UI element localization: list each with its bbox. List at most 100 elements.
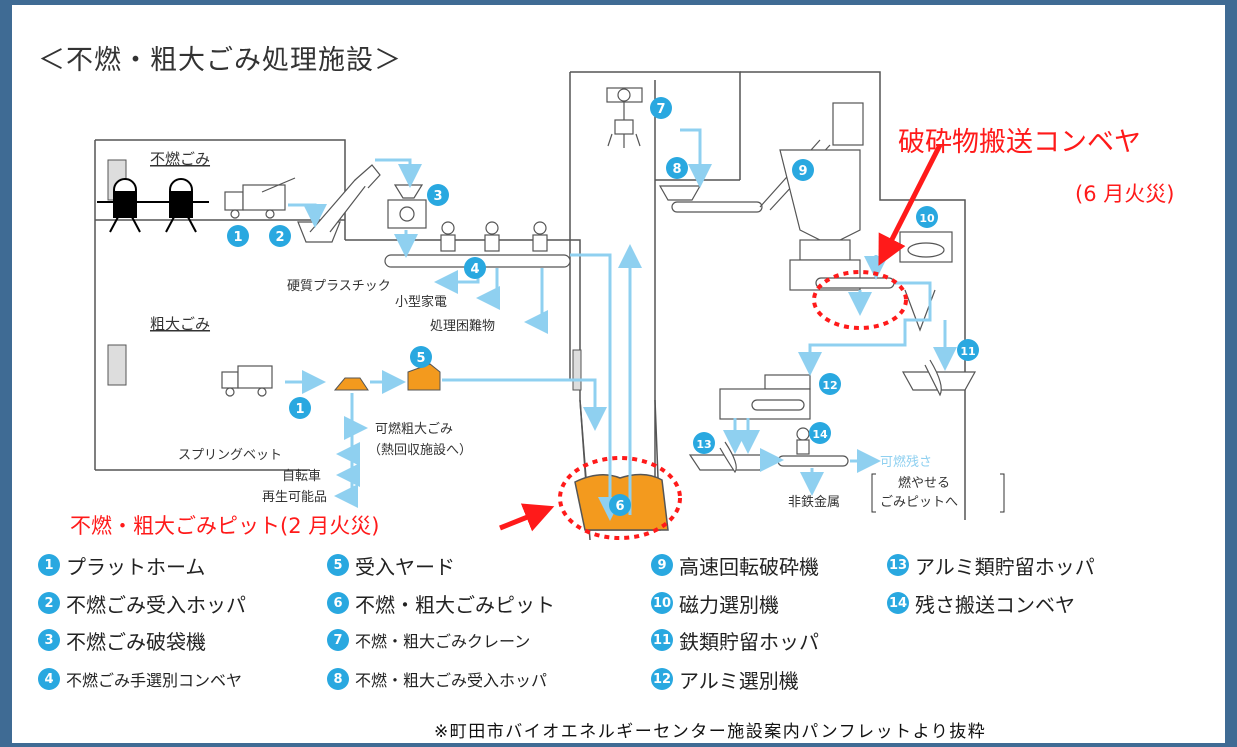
trucks	[221, 177, 296, 397]
legend-item-8: 8 不燃・粗大ごみ受入ホッパ	[327, 664, 547, 694]
label-noncombustible: 不燃ごみ	[150, 150, 210, 168]
legend-item-7: 7 不燃・粗大ごみクレーン	[327, 625, 530, 655]
legend-badge: 12	[651, 668, 673, 690]
legend-item-5: 5 受入ヤード	[327, 550, 455, 580]
legend-badge: 1	[38, 554, 60, 576]
badge-8: 8	[666, 157, 688, 179]
badge-14: 14	[809, 422, 831, 444]
badge-12: 12	[819, 373, 841, 395]
legend-badge: 2	[38, 592, 60, 614]
legend-badge: 14	[887, 592, 909, 614]
label-to-pit-2: ごみピットへ	[880, 494, 958, 510]
fire-annotations	[499, 143, 943, 540]
svg-text:1: 1	[233, 230, 242, 245]
residue-conveyor	[777, 427, 849, 467]
legend-item-14: 14 残さ搬送コンベヤ	[887, 588, 1075, 618]
legend-label: 不燃・粗大ごみピット	[355, 592, 555, 617]
legend-badge: 4	[38, 668, 60, 690]
diagram-badges: 1 2 3 4 5 1 6 7 8 9 10 11 12 13 14	[227, 97, 979, 516]
crane	[606, 87, 643, 148]
svg-text:14: 14	[812, 428, 828, 441]
badge-7: 7	[650, 97, 672, 119]
label-nonferrous: 非鉄金属	[788, 494, 840, 510]
legend-label: プラットホーム	[66, 554, 206, 579]
aluminium-separator	[719, 374, 811, 420]
legend-badge: 13	[887, 554, 909, 576]
legend-item-6: 6 不燃・粗大ごみピット	[327, 588, 555, 618]
page-title: ＜不燃・粗大ごみ処理施設＞	[38, 45, 402, 76]
legend-badge: 3	[38, 629, 60, 651]
hopper-8	[658, 139, 831, 213]
svg-text:12: 12	[822, 379, 837, 392]
legend-item-3: 3 不燃ごみ破袋機	[38, 625, 206, 655]
legend-label: 不燃ごみ受入ホッパ	[66, 592, 246, 617]
legend-badge: 6	[327, 592, 349, 614]
legend-item-12: 12 アルミ選別機	[651, 664, 799, 694]
svg-text:13: 13	[696, 438, 711, 451]
legend-badge: 11	[651, 629, 673, 651]
legend-label: アルミ類貯留ホッパ	[915, 554, 1095, 579]
badge-4: 4	[464, 257, 486, 279]
svg-text:1: 1	[295, 402, 304, 417]
badge-5: 5	[410, 346, 432, 368]
legend-badge: 8	[327, 668, 349, 690]
label-small-appliances: 小型家電	[395, 294, 447, 310]
conveyor-fire-date: (6 月火災)	[1075, 182, 1175, 206]
label-combustible-bulky: 可燃粗大ごみ	[375, 421, 453, 437]
legend-label: 高速回転破砕機	[679, 554, 819, 579]
legend-label: 鉄類貯留ホッパ	[679, 629, 819, 654]
legend-label: アルミ選別機	[679, 668, 799, 693]
legend-item-1: 1 プラットホーム	[38, 550, 205, 580]
pit-fire-label: 不燃・粗大ごみピット(2 月火災)	[70, 514, 380, 538]
legend-badge: 10	[651, 592, 673, 614]
legend-label: 受入ヤード	[355, 554, 455, 579]
legend-item-9: 9 高速回転破砕機	[651, 550, 819, 580]
svg-text:9: 9	[798, 164, 807, 179]
legend-item-10: 10 磁力選別機	[651, 588, 779, 618]
bag-breaker	[387, 184, 427, 229]
svg-text:5: 5	[416, 351, 425, 366]
badge-2: 2	[269, 225, 291, 247]
label-spring-bed: スプリングベット	[178, 448, 282, 463]
svg-text:4: 4	[470, 262, 479, 277]
flow-arrows	[285, 128, 957, 521]
svg-text:7: 7	[656, 102, 665, 117]
svg-text:10: 10	[919, 212, 935, 225]
label-bicycle: 自転車	[282, 469, 321, 484]
legend-label: 磁力選別機	[679, 592, 779, 617]
legend-label: 不燃・粗大ごみクレーン	[355, 632, 531, 651]
svg-text:3: 3	[433, 189, 442, 204]
badge-11: 11	[957, 339, 979, 361]
source-note: ※町田市バイオエネルギーセンター施設案内パンフレットより抜粋	[434, 722, 987, 742]
svg-text:2: 2	[275, 230, 284, 245]
label-to-pit-1: 燃やせる	[898, 475, 950, 491]
marker-figures	[97, 178, 209, 233]
badge-9: 9	[792, 159, 814, 181]
legend-label: 不燃ごみ手選別コンベヤ	[66, 671, 243, 690]
label-to-heat-recovery: （熱回収施設へ）	[368, 442, 472, 458]
label-bulky: 粗大ごみ	[150, 315, 210, 333]
svg-text:6: 6	[615, 499, 624, 514]
conveyor-fire-label: 破砕物搬送コンベヤ	[898, 127, 1141, 158]
badge-13: 13	[693, 432, 715, 454]
label-combustible-residue: 可燃残さ	[880, 454, 932, 470]
badge-1a: 1	[227, 225, 249, 247]
reception-yard	[333, 363, 441, 391]
legend-badge: 7	[327, 629, 349, 651]
legend-badge: 9	[651, 554, 673, 576]
label-hard-plastic: 硬質プラスチック	[287, 279, 391, 294]
legend-item-13: 13 アルミ類貯留ホッパ	[887, 550, 1095, 580]
label-recyclable: 再生可能品	[262, 490, 327, 505]
badge-1b: 1	[289, 397, 311, 419]
legend-item-4: 4 不燃ごみ手選別コンベヤ	[38, 664, 242, 694]
badge-6: 6	[609, 494, 631, 516]
legend-badge: 5	[327, 554, 349, 576]
svg-text:8: 8	[672, 162, 681, 177]
legend-label: 不燃ごみ破袋機	[66, 629, 206, 654]
svg-text:11: 11	[960, 345, 975, 358]
magnetic-separator	[899, 231, 953, 332]
legend-item-2: 2 不燃ごみ受入ホッパ	[38, 588, 246, 618]
pit-bracket	[871, 473, 1005, 513]
